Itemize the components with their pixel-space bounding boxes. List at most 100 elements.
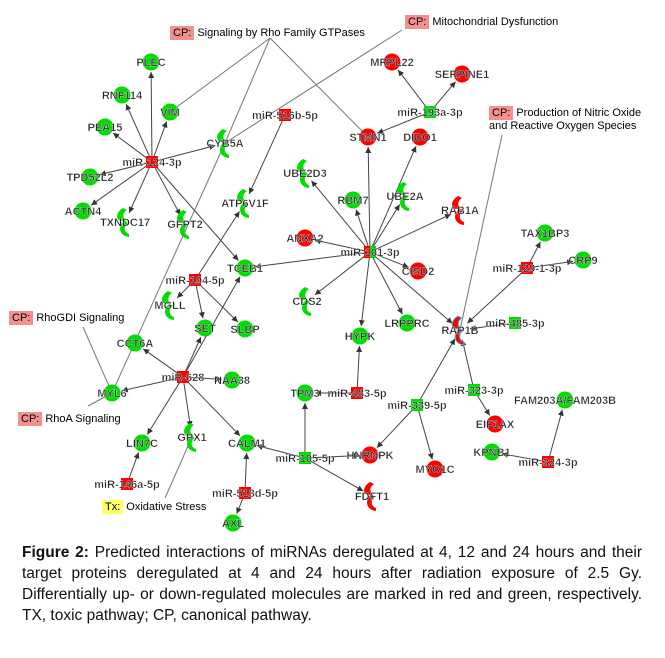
node-label: UBE2D3 — [283, 168, 326, 180]
node-cisd2[interactable]: CISD2 — [402, 262, 434, 280]
node-hnrnpk[interactable]: HNRNPK — [346, 446, 394, 464]
node-axl[interactable]: AXL — [222, 514, 244, 532]
node-mir-483-5p[interactable]: miR-483-5p — [327, 387, 387, 400]
node-label: miR-518d-5p — [212, 488, 278, 500]
pathway-rhogdi[interactable]: CP:RhoGDI Signaling — [9, 311, 124, 325]
node-cyb5a[interactable]: CYB5A — [206, 129, 244, 158]
edge-mir-124-3p-to-txndc17 — [128, 167, 150, 214]
node-label: AXL — [222, 518, 244, 530]
node-label: CYB5A — [206, 138, 243, 150]
edge-mir-323-3p-to-rap1b — [460, 339, 474, 385]
node-ube2d3[interactable]: UBE2D3 — [283, 159, 327, 188]
node-myl6[interactable]: MYL6 — [97, 384, 127, 402]
node-label: miR-628 — [162, 372, 205, 384]
node-gfpt2[interactable]: GFPT2 — [167, 210, 203, 239]
node-naa38[interactable]: NAA38 — [214, 371, 250, 389]
node-label: miR-324-3p — [518, 457, 578, 469]
node-mir-193a-3p[interactable]: miR-193a-3p — [397, 106, 463, 119]
protein-circle-icon — [486, 415, 504, 433]
node-crp9[interactable]: CRP9 — [568, 251, 598, 269]
protein-circle-icon — [361, 446, 379, 464]
node-actn4[interactable]: ACTN4 — [65, 202, 103, 220]
node-mir-105-5p[interactable]: miR-105-5p — [275, 452, 335, 465]
node-calm1[interactable]: CALM1 — [228, 434, 266, 452]
node-mir-324-3p[interactable]: miR-324-3p — [518, 456, 578, 469]
node-label: GFPT2 — [167, 219, 202, 231]
node-cct6a[interactable]: CCT6A — [117, 334, 154, 352]
node-label: TPD52L2 — [66, 172, 113, 184]
node-lrpprc[interactable]: LRPPRC — [384, 314, 430, 332]
node-mir-485-3p[interactable]: miR-485-3p — [485, 317, 545, 330]
node-mir-101-3p[interactable]: miR-101-3p — [340, 246, 400, 259]
pathway-mitochondrial-dysfunction[interactable]: CP:Mitochondrial Dysfunction — [405, 15, 558, 29]
node-label: miR-101-3p — [340, 247, 400, 259]
node-rnf114[interactable]: RNF114 — [102, 86, 143, 104]
node-fam203a-fam203b[interactable]: FAM203A/FAM203B — [514, 391, 616, 409]
mirna-square-icon — [370, 246, 376, 258]
node-rap1b[interactable]: RAP1B — [441, 315, 479, 346]
node-label: DIDO1 — [403, 132, 437, 144]
node-label: miR-339-5p — [387, 400, 447, 412]
node-pea15[interactable]: PEA15 — [87, 118, 123, 136]
edge-mir-105-5p-to-fdft1 — [309, 460, 364, 492]
node-mir-129-1-3p[interactable]: miR-129-1-3p — [492, 262, 562, 275]
edge-mir-628-to-naa38 — [188, 376, 223, 383]
node-plec[interactable]: PLEC — [136, 53, 166, 71]
node-set[interactable]: SET — [194, 319, 216, 337]
node-ube2a[interactable]: UBE2A — [386, 182, 424, 211]
node-label: SERPINE1 — [435, 69, 489, 81]
node-fdft1[interactable]: FDFT1 — [355, 482, 389, 511]
node-tpd52l2[interactable]: TPD52L2 — [66, 168, 114, 186]
pathway-nitric-oxide[interactable]: CP:Production of Nitric Oxide and Reacti… — [489, 106, 641, 133]
node-stmn1[interactable]: STMN1 — [349, 128, 387, 146]
node-hypk[interactable]: HYPK — [345, 327, 376, 345]
node-mir-628[interactable]: miR-628 — [161, 371, 205, 384]
node-myo1c[interactable]: MYO1C — [415, 460, 455, 478]
node-vim[interactable]: VIM — [160, 103, 180, 121]
node-mir-194-5p[interactable]: miR-194-5p — [165, 274, 225, 287]
node-rab1a[interactable]: RAB1A — [441, 196, 479, 225]
node-label: TPM3 — [290, 388, 319, 400]
node-mir-124-3p[interactable]: miR-124-3p — [122, 156, 182, 169]
caption-text: Predicted interactions of miRNAs deregul… — [22, 544, 642, 624]
node-tpm3[interactable]: TPM3 — [290, 384, 320, 402]
edge-mir-628-to-calm1 — [186, 380, 241, 437]
node-slbp[interactable]: SLBP — [230, 320, 260, 338]
node-dido1[interactable]: DIDO1 — [403, 128, 437, 146]
edge-mir-124-3p-to-rnf114 — [125, 103, 151, 157]
node-tceb1[interactable]: TCEB1 — [227, 259, 263, 277]
enzyme-shape-icon — [117, 208, 129, 237]
mirna-square-icon — [239, 487, 251, 499]
node-mir-516b-5p[interactable]: miR-516b-5p — [252, 109, 318, 122]
node-lin7c[interactable]: LIN7C — [126, 434, 158, 452]
node-label: miR-146a-5p — [94, 479, 160, 491]
edge-mir-628-to-set — [185, 336, 202, 372]
node-mir-518d-5p[interactable]: miR-518d-5p — [212, 487, 278, 500]
node-label: LRPPRC — [384, 318, 429, 330]
pathway-rhoa[interactable]: CP:RhoA Signaling — [18, 412, 121, 426]
node-serpine1[interactable]: SERPINE1 — [435, 65, 489, 83]
node-mrpl22[interactable]: MRPL22 — [370, 53, 414, 71]
node-gpx1[interactable]: GPX1 — [177, 423, 207, 452]
mirna-square-icon — [468, 384, 480, 396]
node-cds2[interactable]: CDS2 — [292, 287, 322, 316]
node-mir-146a-5p[interactable]: miR-146a-5p — [94, 478, 160, 491]
node-atp6v1f[interactable]: ATP6V1F — [221, 189, 269, 218]
node-mir-339-5p[interactable]: miR-339-5p — [387, 399, 447, 412]
node-anxa2[interactable]: ANXA2 — [286, 229, 324, 247]
node-tax1bp3[interactable]: TAX1BP3 — [520, 224, 570, 242]
node-kpnb1[interactable]: KPNB1 — [473, 443, 511, 461]
protein-circle-icon — [344, 191, 362, 209]
node-mir-323-3p[interactable]: miR-323-3p — [444, 384, 504, 397]
pathway-oxidative-stress[interactable]: Tx:Oxidative Stress — [102, 500, 206, 514]
edge-mir-516b-5p-to-atp6v1f — [248, 120, 283, 195]
node-label: PEA15 — [88, 122, 123, 134]
node-eif1ax[interactable]: EIF1AX — [476, 415, 515, 433]
node-mgll[interactable]: MGLL — [154, 291, 186, 320]
edge-mir-124-3p-to-tceb1 — [155, 166, 239, 261]
pathway-rho-family[interactable]: CP:Signaling by Rho Family GTPases — [170, 26, 365, 40]
mirna-square-icon — [279, 109, 291, 121]
node-txndc17[interactable]: TXNDC17 — [100, 208, 150, 237]
node-label: CCT6A — [117, 338, 154, 350]
node-rbm7[interactable]: RBM7 — [337, 191, 369, 209]
